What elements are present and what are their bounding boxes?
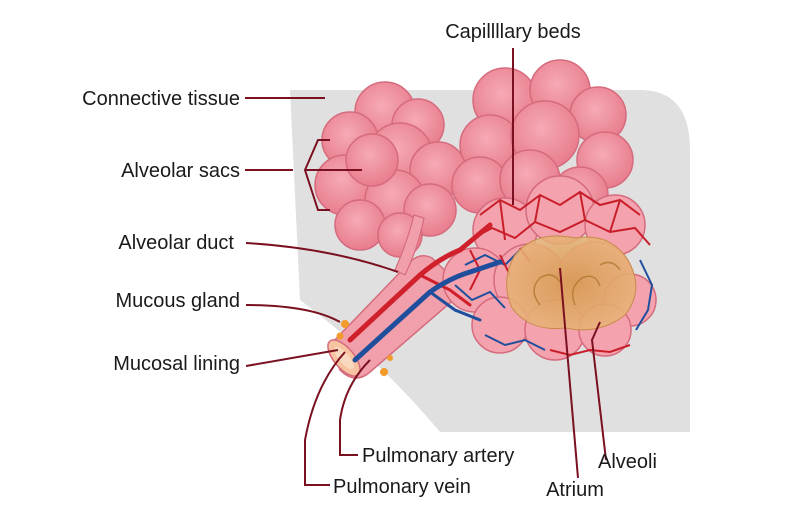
label-capillary-beds: Capillllary beds bbox=[445, 21, 581, 43]
label-connective-tissue: Connective tissue bbox=[82, 88, 240, 110]
alveolar-duct bbox=[394, 214, 425, 276]
label-atrium: Atrium bbox=[546, 479, 604, 501]
label-mucous-gland: Mucous gland bbox=[115, 290, 240, 312]
capillary-network bbox=[454, 190, 654, 357]
leader-lines bbox=[245, 48, 607, 486]
airflow-arrows bbox=[533, 261, 621, 306]
label-alveolar-sacs: Alveolar sacs bbox=[121, 160, 240, 182]
label-alveoli: Alveoli bbox=[598, 451, 657, 473]
atrium-region bbox=[506, 235, 637, 331]
label-mucosal-lining: Mucosal lining bbox=[113, 353, 240, 375]
mucous-gland-dots bbox=[336, 320, 393, 376]
label-pulmonary-vein: Pulmonary vein bbox=[333, 476, 471, 498]
label-alveolar-duct: Alveolar duct bbox=[118, 232, 234, 254]
blood-vessels bbox=[347, 222, 503, 363]
label-pulmonary-artery: Pulmonary artery bbox=[362, 445, 514, 467]
